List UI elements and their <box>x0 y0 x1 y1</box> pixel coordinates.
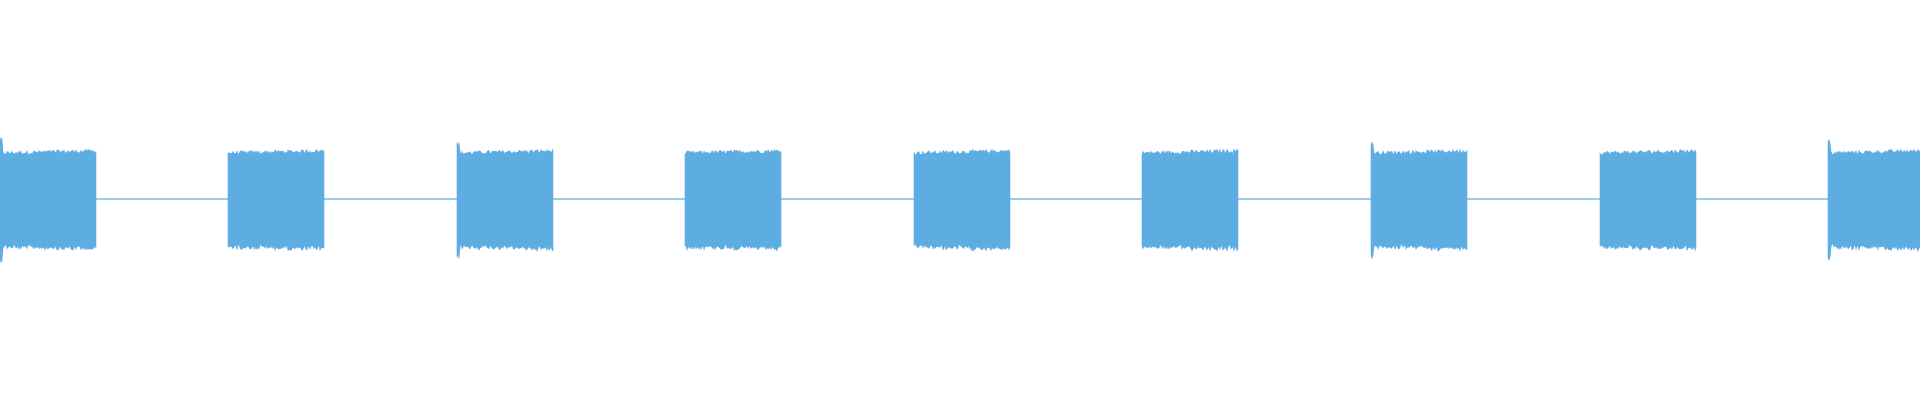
waveform-burst <box>1370 141 1468 260</box>
waveform-burst <box>227 148 325 252</box>
waveform-burst <box>684 148 782 252</box>
waveform-burst <box>913 148 1011 252</box>
waveform-burst <box>1599 149 1697 252</box>
waveform-burst <box>1827 138 1920 261</box>
waveform-burst <box>1141 148 1239 253</box>
waveform-burst <box>0 136 97 264</box>
waveform-burst <box>456 142 554 259</box>
